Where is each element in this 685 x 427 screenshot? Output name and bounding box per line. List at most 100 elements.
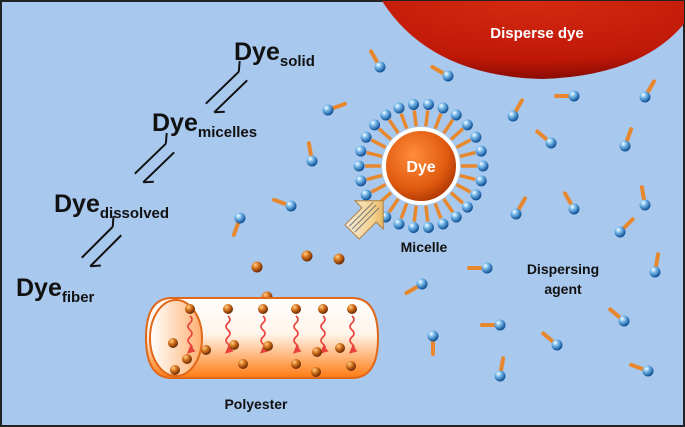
- dye-particle-inside: [311, 367, 321, 377]
- fiber-diffusion: [168, 304, 358, 377]
- svg-text:Dyefiber: Dyefiber: [16, 274, 95, 306]
- dye-particle-inside: [229, 340, 239, 350]
- dye-particle-top: [318, 304, 328, 314]
- equilibrium-arrow-up-0: [205, 70, 240, 105]
- micelle-surfactant-head: [393, 102, 405, 114]
- dye-particle-inside: [346, 361, 356, 371]
- surfactant-head: [322, 104, 334, 116]
- equilibrium-arrow-down-1: [142, 151, 175, 184]
- micelle-surfactant-head: [355, 145, 367, 157]
- surfactant-head: [285, 200, 297, 212]
- free-surfactant-group: [231, 49, 661, 382]
- surfactant-head: [618, 315, 630, 327]
- equilibrium-dye-solid: Dyesolid: [234, 38, 315, 70]
- micelle-surfactant-head: [450, 211, 462, 223]
- dye-particle: [301, 250, 313, 262]
- micelle-surfactant-head: [369, 119, 381, 131]
- micelle-surfactant-tail: [459, 150, 476, 159]
- polyester-label: Polyester: [224, 396, 288, 412]
- micelle-surfactant-tail: [459, 173, 476, 182]
- micelle-surfactant-head: [475, 175, 487, 187]
- diffusion-arrow: [292, 315, 302, 354]
- micelle-surfactant-head: [408, 222, 420, 234]
- dye-particle-inside: [182, 354, 192, 364]
- diffusion-arrow: [319, 315, 329, 354]
- equilibrium-arrowhead-up-1: [164, 133, 168, 144]
- dye-dissolved-base: Dye: [54, 190, 100, 218]
- surfactant-head: [545, 137, 557, 149]
- micelle-surfactant-head: [355, 175, 367, 187]
- micelle-surfactant-tail: [455, 183, 472, 194]
- micelle-dye-core: [382, 127, 460, 205]
- dye-dissolved-sub: dissolved: [100, 205, 169, 222]
- diffusion-arrow: [186, 315, 196, 354]
- surfactant-head: [649, 266, 661, 278]
- equilibrium-arrow-down-0: [213, 79, 248, 114]
- micelle-surfactant-tail: [442, 197, 455, 214]
- micelle-surfactant-tail: [449, 191, 465, 205]
- surfactant-head: [416, 278, 428, 290]
- dispersing-agent-label-line2: agent: [544, 281, 582, 297]
- dye-particle-top: [223, 304, 233, 314]
- dye-fiber-sub: fiber: [62, 289, 95, 306]
- dye-particle-inside: [263, 341, 273, 351]
- micelle-surfactant-tail: [433, 113, 443, 130]
- micelle-surfactant-tail: [387, 197, 400, 214]
- dye-particle: [333, 253, 345, 265]
- svg-text:Dyemicelles: Dyemicelles: [152, 109, 257, 141]
- micelle-surfactant-head: [477, 160, 489, 172]
- svg-text:Dyesolid: Dyesolid: [234, 38, 315, 70]
- surfactant-head: [614, 226, 626, 238]
- micelle-surfactant-tail: [455, 138, 472, 149]
- equilibrium-arrow-up-1: [134, 142, 167, 175]
- surfactant-head: [442, 70, 454, 82]
- equilibrium-dye-micelles: Dyemicelles: [152, 109, 257, 141]
- dye-particle-inside: [312, 347, 322, 357]
- surfactant-head: [568, 203, 580, 215]
- micelle-surfactant-head: [422, 98, 434, 110]
- dye-micelles-base: Dye: [152, 109, 198, 137]
- disperse-dye-label: Disperse dye: [490, 25, 583, 42]
- surfactant-head: [427, 330, 439, 342]
- micelle-core-label: Dye: [406, 159, 435, 176]
- surfactant-head: [639, 91, 651, 103]
- equilibrium-dye-dissolved: Dyedissolved: [54, 190, 169, 222]
- micelle-surfactant-head: [437, 218, 449, 230]
- micelle-surfactant-head: [422, 222, 434, 234]
- dye-particle-inside: [335, 343, 345, 353]
- equilibrium-arrow-down-2: [89, 234, 122, 267]
- dye-particle-inside: [201, 345, 211, 355]
- micelle-surfactant-tail: [449, 127, 465, 141]
- equilibrium-arrowhead-down-1: [143, 180, 154, 184]
- svg-text:Dyedissolved: Dyedissolved: [54, 190, 169, 222]
- surfactant-head: [642, 365, 654, 377]
- micelle-surfactant-tail: [424, 205, 430, 222]
- dye-particle-inside: [291, 359, 301, 369]
- micelle-surfactant-head: [380, 109, 392, 121]
- surfactant-head: [510, 208, 522, 220]
- equilibrium-dye-fiber: Dyefiber: [16, 274, 95, 306]
- micelle-surfactant-tail: [399, 202, 409, 219]
- dye-particle-inside: [168, 338, 178, 348]
- micelle-surfactant-tail: [399, 113, 409, 130]
- micelle-surfactant-head: [393, 218, 405, 230]
- disperse-dye-blob: [382, 1, 684, 79]
- dye-particle: [251, 261, 263, 273]
- micelle-surfactant-tail: [370, 183, 387, 194]
- equilibrium-arrow-up-2: [81, 226, 114, 259]
- micelle-surfactant-head: [461, 201, 473, 213]
- micelle-surfactant-tail: [370, 138, 387, 149]
- micelle-surfactant-tail: [433, 202, 443, 219]
- surfactant-head: [639, 199, 651, 211]
- micelle-surfactant-head: [470, 131, 482, 143]
- dye-solid-base: Dye: [234, 38, 280, 66]
- dye-particle-top: [347, 304, 357, 314]
- surfactant-head: [568, 90, 580, 102]
- micelle-surfactant-head: [437, 102, 449, 114]
- polyester-fiber: [144, 297, 380, 379]
- micelle-surfactant-head: [470, 189, 482, 201]
- surfactant-head: [234, 212, 246, 224]
- dye-particle-inside: [238, 359, 248, 369]
- micelle-surfactant-head: [450, 109, 462, 121]
